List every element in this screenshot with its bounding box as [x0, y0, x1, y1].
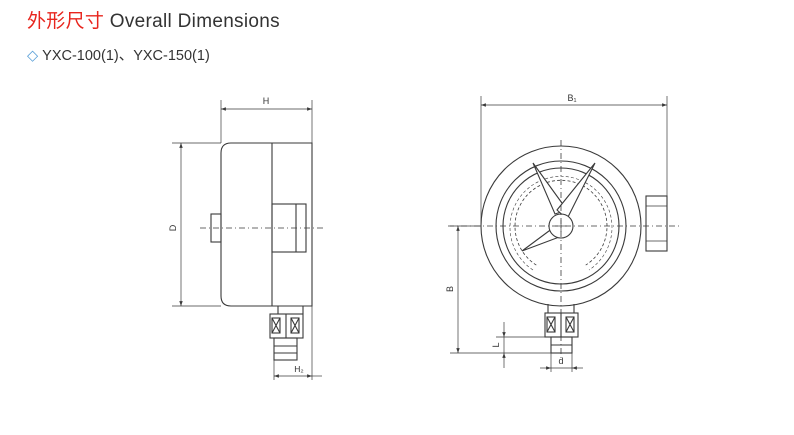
front-view	[448, 96, 680, 372]
scale-arc-outer	[509, 176, 613, 271]
side-view	[172, 100, 325, 380]
thread-stem	[273, 337, 298, 361]
heading-english: Overall Dimensions	[109, 11, 280, 32]
label-L: L	[491, 342, 501, 347]
label-H2: H₂	[294, 364, 303, 374]
diamond-bullet-icon: ◇	[27, 48, 39, 64]
label-H: H	[263, 96, 270, 106]
label-B: B	[445, 286, 455, 292]
model-numbers: YXC-100(1)、YXC-150(1)	[42, 48, 210, 64]
model-line: ◇YXC-100(1)、YXC-150(1)	[27, 44, 210, 65]
gauge-case-side	[220, 142, 313, 307]
side-junction-box	[645, 195, 668, 252]
label-D: D	[168, 224, 178, 231]
label-B1: B₁	[567, 93, 576, 103]
heading-chinese: 外形尺寸	[27, 11, 105, 32]
section-heading: 外形尺寸 Overall Dimensions	[27, 6, 280, 33]
back-lug	[210, 213, 222, 243]
label-d: d	[558, 356, 563, 366]
